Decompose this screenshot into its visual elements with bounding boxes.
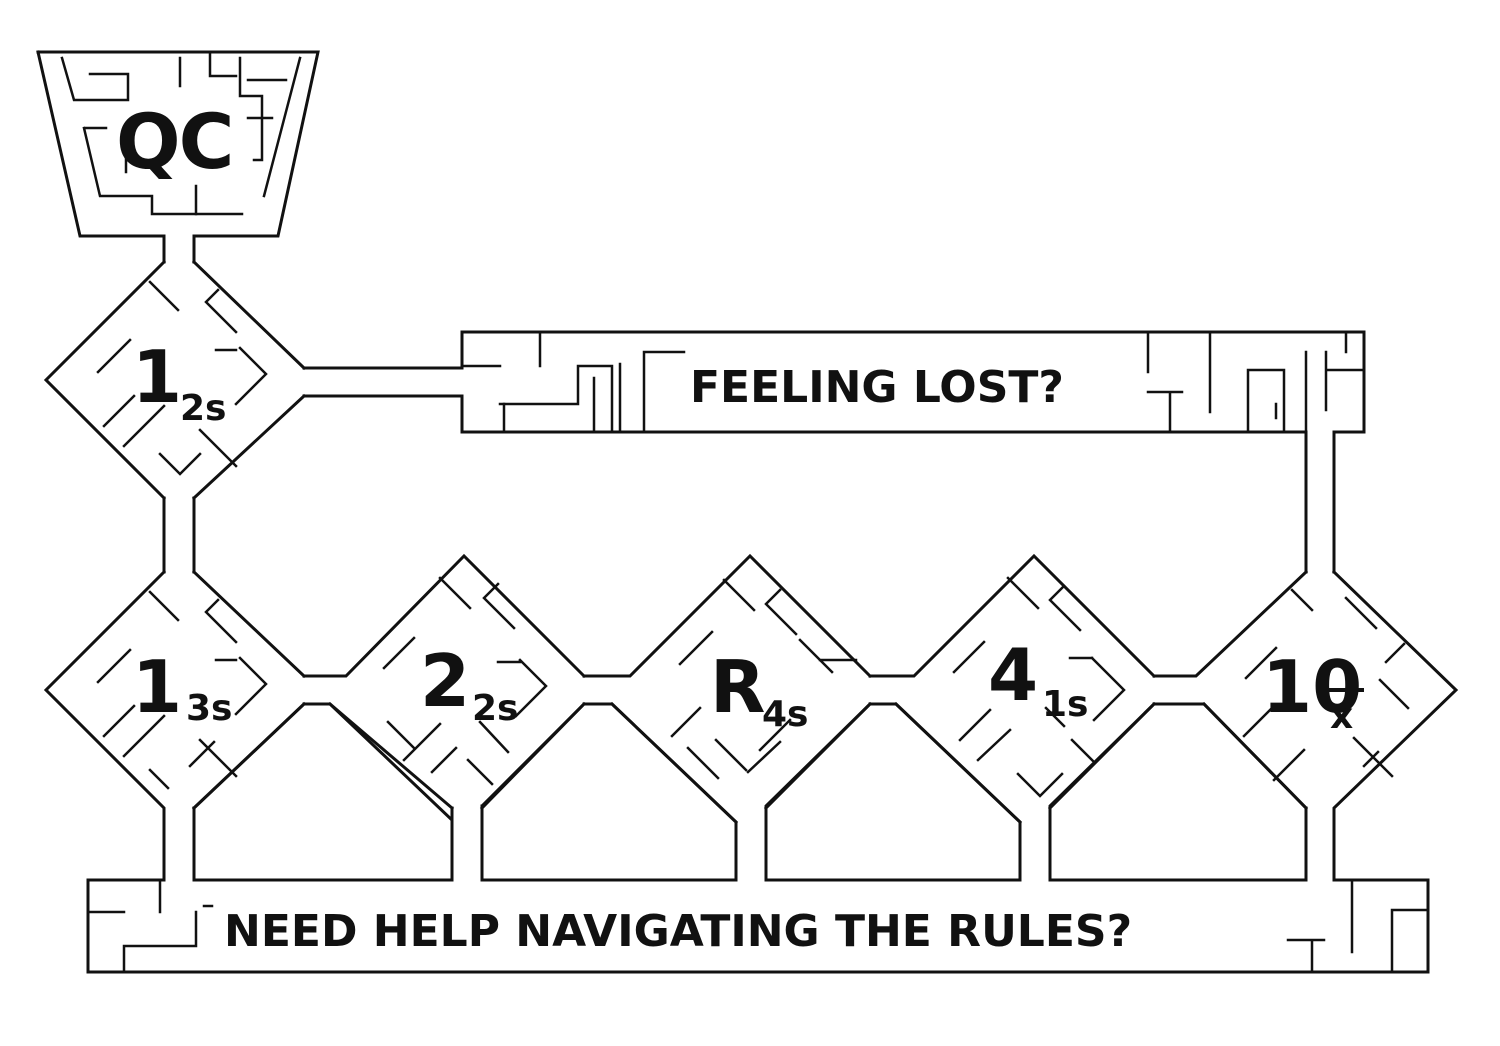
node-3-main: 2	[420, 639, 470, 723]
node-2-sub: 3s	[186, 688, 232, 729]
node-6-sub: x	[1330, 696, 1353, 737]
qc-title: QC	[116, 97, 232, 186]
banner-feeling-text: FEELING LOST?	[690, 362, 1064, 413]
node-5-main: 4	[988, 633, 1038, 717]
node-1-sub: 2s	[180, 388, 226, 429]
qc-box: QC	[36, 50, 320, 238]
diamond-node-1: 1 2s	[43, 259, 307, 501]
node-2-main: 1	[132, 645, 182, 729]
node-4-sub: 4s	[762, 694, 808, 735]
banner-feeling-lost: FEELING LOST?	[460, 330, 1366, 434]
node-6-main: 10	[1262, 645, 1362, 729]
diamond-node-2: 1 3s	[43, 569, 307, 882]
node-1-main: 1	[132, 335, 182, 419]
node-5-sub: 1s	[1042, 684, 1088, 725]
connector-right-column	[1304, 430, 1336, 574]
node-4-main: R	[710, 645, 765, 729]
connector-feeling	[302, 366, 464, 398]
diamond-node-6: 10 x	[1152, 569, 1459, 882]
banner-need-help: NEED HELP NAVIGATING THE RULES?	[86, 701, 1430, 974]
connector-qc	[162, 234, 196, 264]
connector-1-down	[162, 496, 196, 574]
node-3-sub: 2s	[472, 688, 518, 729]
banner-need-help-text: NEED HELP NAVIGATING THE RULES?	[224, 906, 1132, 957]
